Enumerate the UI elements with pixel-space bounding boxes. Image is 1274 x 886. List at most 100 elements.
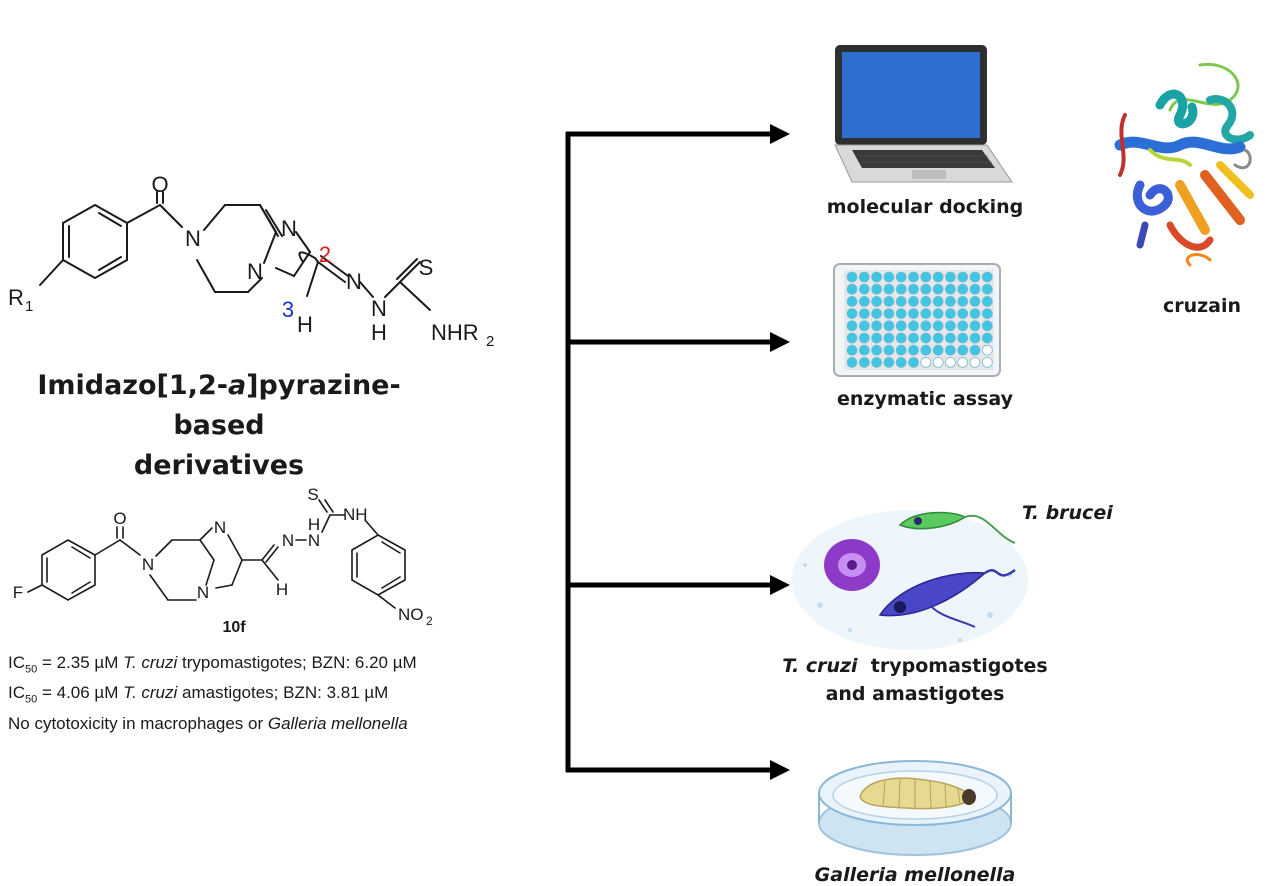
atom-n: N (185, 226, 201, 251)
petri-dish-larva-icon (818, 760, 1012, 856)
well (846, 320, 858, 332)
atom-n: N (142, 555, 154, 574)
well (920, 320, 932, 332)
well (871, 296, 882, 307)
well (945, 296, 956, 307)
atom-n: N (214, 518, 226, 537)
well (981, 296, 993, 307)
label-enzymatic-assay: enzymatic assay (836, 388, 1013, 410)
atom-s: S (419, 255, 434, 280)
well (883, 271, 895, 283)
well (858, 283, 870, 295)
well (932, 332, 944, 344)
atom-n: N (197, 583, 209, 602)
well (895, 344, 907, 356)
well (846, 296, 858, 307)
well (981, 332, 993, 344)
well (858, 271, 870, 283)
atom-h: H (308, 515, 320, 534)
well (932, 344, 944, 356)
well (895, 332, 907, 344)
activity-summary: IC50 = 2.35 µM T. cruzi trypomastigotes;… (8, 651, 417, 735)
well (920, 332, 932, 344)
well (846, 283, 858, 295)
subscript: 2 (426, 614, 433, 628)
atom-r: R (8, 285, 24, 310)
main-structure: O N N N N N H H S NHR 2 R 1 2 3 (8, 172, 494, 350)
well (920, 344, 932, 356)
well (920, 296, 932, 307)
well (969, 332, 981, 344)
well (969, 271, 981, 283)
well (858, 308, 870, 319)
well (969, 283, 981, 295)
well (895, 320, 907, 332)
well (981, 357, 993, 368)
atom-n: N (371, 296, 387, 321)
well (981, 308, 993, 319)
well (871, 320, 882, 332)
well (883, 332, 895, 344)
well (920, 283, 932, 295)
well (908, 283, 919, 295)
well (945, 357, 956, 368)
well (957, 332, 969, 344)
well (895, 296, 907, 307)
well (981, 271, 993, 283)
well (871, 344, 882, 356)
well (883, 283, 895, 295)
well (957, 320, 969, 332)
label-galleria-mellonella: Galleria mellonella (814, 864, 1016, 886)
well (908, 320, 919, 332)
atom-no2: NO (398, 605, 424, 624)
parasites-illustration (792, 510, 1028, 650)
well (846, 271, 858, 283)
workflow-arrows (565, 124, 790, 780)
well (957, 308, 969, 319)
well (969, 320, 981, 332)
protein-ribbon-icon (1114, 62, 1254, 267)
well (883, 320, 895, 332)
well (945, 332, 956, 344)
well (883, 357, 895, 368)
stat-line-3: No cytotoxicity in macrophages or Galler… (8, 713, 408, 733)
well (969, 344, 981, 356)
well (932, 296, 944, 307)
well (858, 320, 870, 332)
well (932, 283, 944, 295)
well (932, 308, 944, 319)
subscript: 1 (25, 298, 33, 315)
well (945, 308, 956, 319)
well (957, 296, 969, 307)
subscript: 2 (486, 333, 494, 350)
well (981, 283, 993, 295)
well (883, 296, 895, 307)
well (846, 332, 858, 344)
well (945, 320, 956, 332)
well (871, 332, 882, 344)
label-molecular-docking: molecular docking (826, 196, 1024, 218)
stat-line-2: IC50 = 4.06 µM T. cruzi amastigotes; BZN… (8, 683, 389, 706)
atom-h: H (371, 320, 387, 345)
label-t-cruzi-stages: T. cruzi trypomastigotes and amastigotes (782, 655, 1048, 705)
well (981, 344, 993, 356)
series-title: Imidazo[1,2-a]pyrazine-based derivatives (37, 370, 401, 481)
well (932, 357, 944, 368)
label-t-brucei: T. brucei (1022, 502, 1113, 524)
position-3-label: 3 (282, 297, 294, 322)
well (920, 308, 932, 319)
well (969, 296, 981, 307)
well (908, 344, 919, 356)
well (945, 344, 956, 356)
position-2-label: 2 (319, 242, 331, 267)
stat-line-1: IC50 = 2.35 µM T. cruzi trypomastigotes;… (8, 653, 417, 676)
well (945, 271, 956, 283)
well (846, 357, 858, 368)
well (957, 283, 969, 295)
well (908, 332, 919, 344)
label-cruzain: cruzain (1162, 295, 1242, 317)
well (858, 332, 870, 344)
well (871, 308, 882, 319)
well (871, 357, 882, 368)
atom-s: S (307, 485, 318, 504)
